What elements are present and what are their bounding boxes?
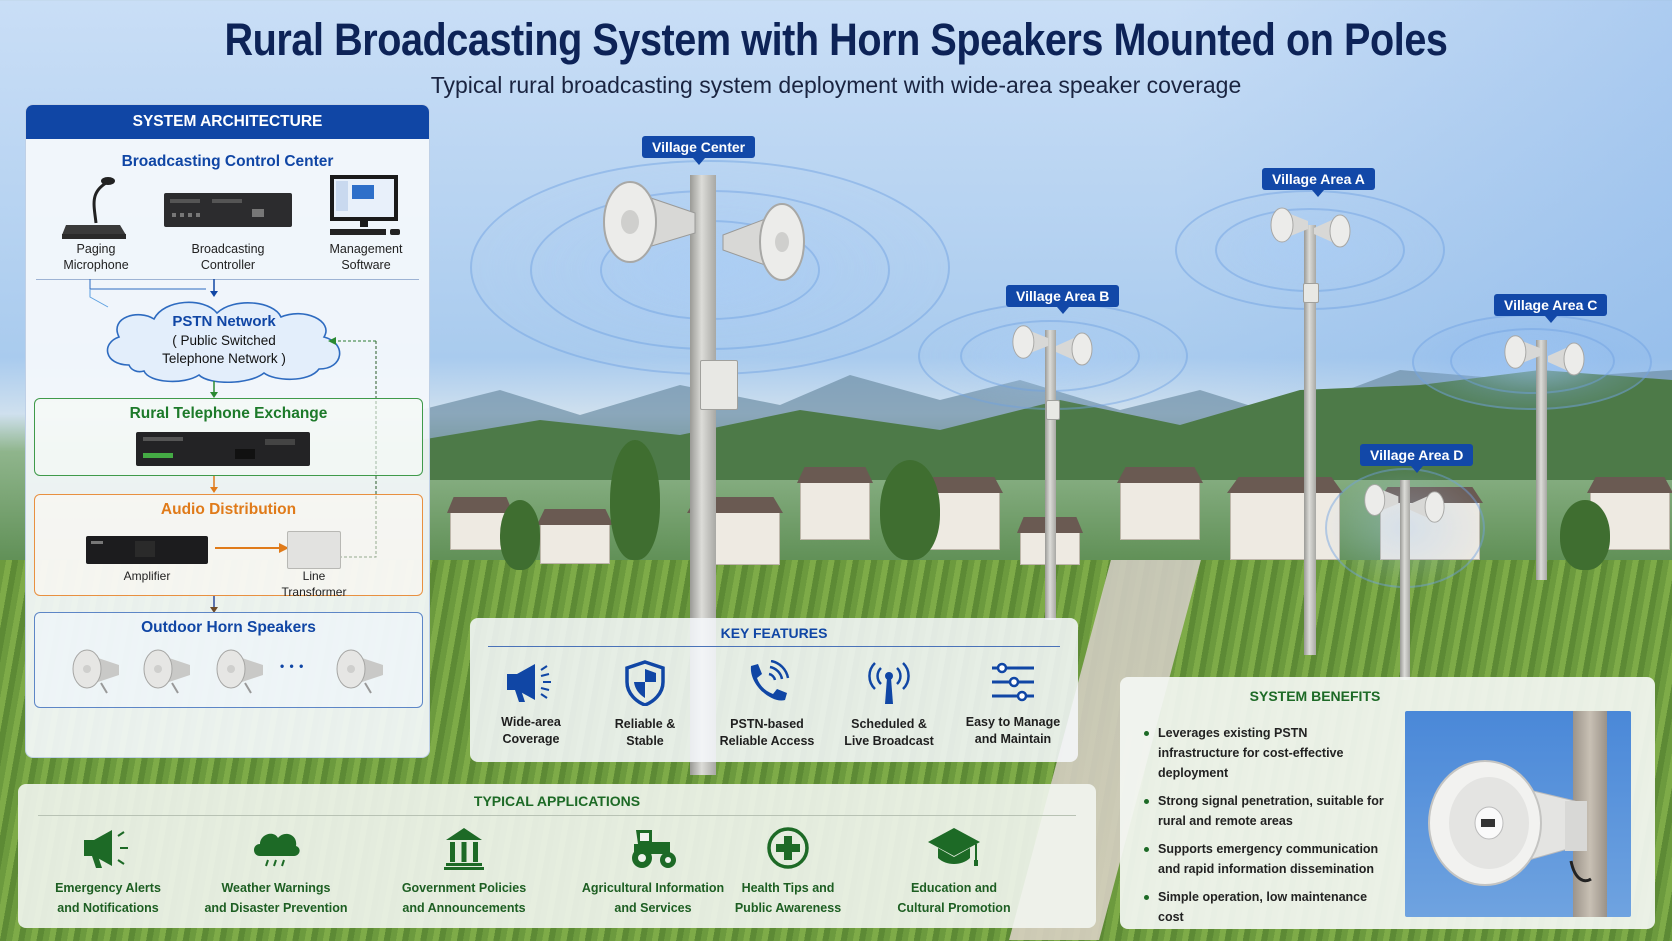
village-area-a-tag: Village Area A bbox=[1262, 168, 1375, 197]
line-transformer-icon bbox=[287, 531, 341, 569]
village-houses bbox=[440, 440, 1672, 580]
tractor-icon bbox=[632, 830, 676, 868]
divider bbox=[36, 279, 419, 280]
megaphone-icon bbox=[84, 830, 128, 868]
benefit-item: Strong signal penetration, suitable for … bbox=[1142, 791, 1392, 831]
horn-speaker-icon bbox=[722, 203, 805, 281]
management-software-computer-icon bbox=[330, 175, 400, 235]
horn-speaker-icon bbox=[1548, 342, 1585, 376]
divider bbox=[38, 815, 1076, 816]
arrow-down-blue bbox=[210, 596, 218, 613]
horn-speaker-photo bbox=[1405, 711, 1631, 917]
control-center-title: Broadcasting Control Center bbox=[121, 153, 334, 170]
more-speakers-ellipsis: • • • bbox=[280, 659, 305, 673]
arrow-down-green bbox=[210, 381, 218, 398]
key-features-title: KEY FEATURES bbox=[720, 625, 828, 641]
divider bbox=[488, 646, 1060, 647]
horn-speaker-icon bbox=[1056, 332, 1093, 366]
village-area-b-tag: Village Area B bbox=[1006, 285, 1120, 314]
pstn-network-cloud: PSTN Network ( Public Switched Telephone… bbox=[99, 295, 349, 383]
connector-lines bbox=[89, 279, 218, 308]
paging-microphone-label: Paging Microphone bbox=[63, 242, 129, 272]
phone-icon bbox=[750, 660, 790, 701]
system-architecture-panel: SYSTEM ARCHITECTURE Broadcasting Control… bbox=[25, 104, 430, 758]
broadcasting-controller-icon bbox=[164, 193, 292, 227]
benefit-item: Supports emergency communication and rap… bbox=[1142, 839, 1392, 879]
arrow-down-orange bbox=[210, 476, 218, 493]
horn-speaker-icon bbox=[603, 181, 696, 263]
village-center-tag: Village Center bbox=[642, 136, 756, 165]
paging-microphone-icon bbox=[62, 177, 126, 239]
broadcasting-controller-label: Broadcasting Controller bbox=[191, 242, 265, 272]
audio-distribution-box: Audio Distribution Amplifier Line Transf… bbox=[34, 494, 423, 599]
feature-scheduled-live-broadcast: Scheduled &Live Broadcast bbox=[830, 660, 948, 750]
village-area-d-tag: Village Area D bbox=[1360, 444, 1474, 473]
architecture-header: SYSTEM ARCHITECTURE bbox=[26, 105, 429, 139]
benefits-title: SYSTEM BENEFITS bbox=[1249, 688, 1381, 704]
management-software-label: Management Software bbox=[329, 242, 403, 272]
horn-speaker-icon bbox=[1012, 325, 1049, 359]
system-benefits-panel: SYSTEM BENEFITS Leverages existing PSTN … bbox=[1120, 677, 1655, 929]
sliders-icon bbox=[992, 662, 1034, 702]
horn-speaker-icon bbox=[336, 649, 383, 694]
applications-title: TYPICAL APPLICATIONS bbox=[473, 793, 641, 809]
graduation-cap-icon bbox=[928, 828, 980, 866]
health-plus-icon bbox=[767, 827, 809, 869]
outdoor-horn-speakers-box: Outdoor Horn Speakers • • • bbox=[34, 612, 423, 708]
page-subtitle: Typical rural broadcasting system deploy… bbox=[430, 72, 1242, 98]
line-transformer-label: Line Transformer bbox=[281, 569, 347, 599]
benefits-list: Leverages existing PSTN infrastructure f… bbox=[1142, 723, 1392, 935]
horn-speaker-icon bbox=[1409, 491, 1445, 523]
rural-telephone-exchange-box: Rural Telephone Exchange bbox=[34, 398, 423, 476]
government-building-icon bbox=[444, 828, 484, 870]
village-area-c-tag: Village Area C bbox=[1494, 294, 1608, 323]
horn-speaker-icon bbox=[1504, 335, 1541, 369]
feature-reliable-stable: Reliable &Stable bbox=[586, 660, 704, 750]
arrow-right-orange bbox=[215, 543, 289, 553]
shield-icon bbox=[625, 660, 665, 706]
megaphone-icon bbox=[507, 664, 551, 702]
antenna-icon bbox=[868, 662, 910, 704]
amplifier-icon bbox=[86, 536, 208, 564]
telephone-exchange-device-icon bbox=[136, 432, 310, 466]
horn-speaker-icon bbox=[1364, 484, 1399, 516]
horn-speaker-icon bbox=[1428, 760, 1592, 886]
amplifier-label: Amplifier bbox=[123, 569, 171, 583]
benefit-item: Leverages existing PSTN infrastructure f… bbox=[1142, 723, 1392, 783]
benefit-item: Simple operation, low maintenance cost bbox=[1142, 887, 1392, 927]
rain-cloud-icon bbox=[254, 833, 300, 867]
cloud-icon bbox=[106, 301, 341, 383]
horn-speaker-icon bbox=[216, 649, 263, 694]
horn-speaker-icon bbox=[1270, 207, 1308, 243]
page-title: Rural Broadcasting System with Horn Spea… bbox=[224, 14, 1448, 65]
horn-speaker-icon bbox=[72, 649, 119, 694]
horn-speaker-icon bbox=[143, 649, 190, 694]
horn-speaker-icon bbox=[1314, 214, 1351, 248]
